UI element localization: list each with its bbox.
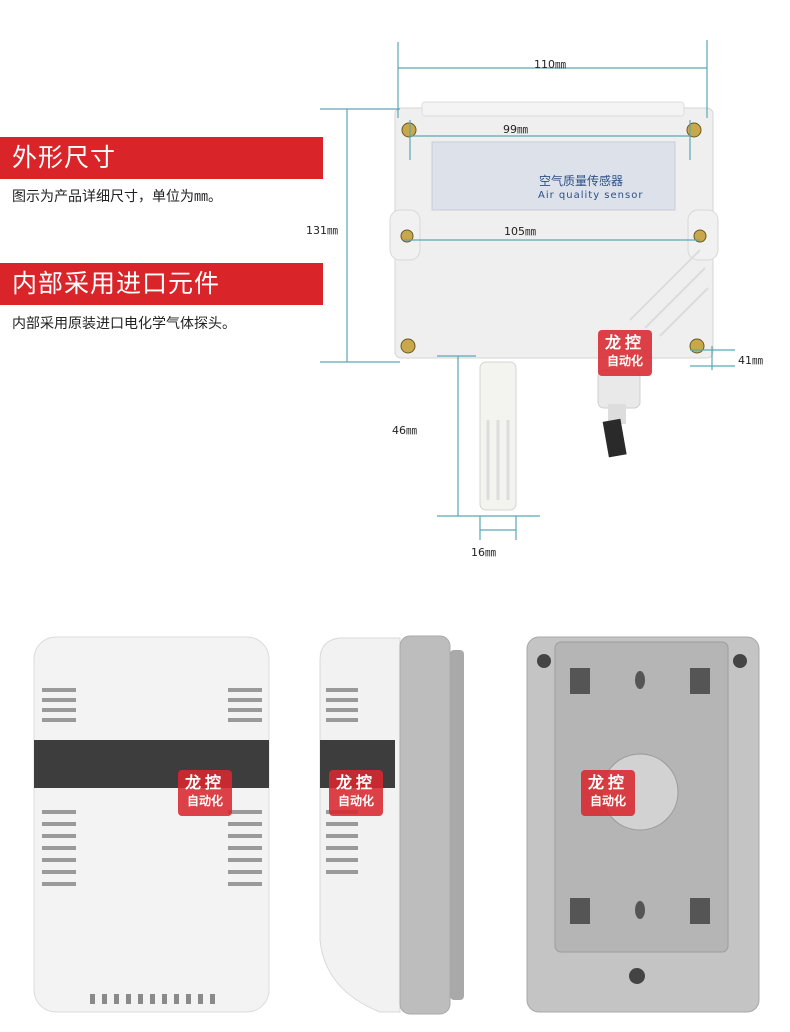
screw-icon: [400, 122, 707, 354]
sensor-front-view: [33, 636, 270, 1013]
cable-gland: [597, 369, 641, 458]
watermark-stamp: 龙控 自动化: [178, 770, 232, 816]
watermark-stamp: 龙控 自动化: [329, 770, 383, 816]
section-title-components: 内部采用进口元件: [0, 263, 323, 305]
product-name-en: Air quality sensor: [538, 190, 644, 201]
dim-probe-length: 46㎜: [392, 424, 417, 437]
sensor-back-view: [526, 636, 760, 1013]
gas-probe: [479, 361, 517, 511]
dim-width-outer: 110㎜: [534, 58, 566, 71]
section-desc-components: 内部采用原装进口电化学气体探头。: [12, 316, 236, 332]
sensor-side-view: [319, 635, 464, 1015]
watermark-stamp: 龙控 自动化: [598, 330, 652, 376]
dimension-lines: [320, 40, 735, 540]
dim-depth: 41㎜: [738, 354, 763, 367]
section-desc-dimensions: 图示为产品详细尺寸，单位为㎜。: [12, 189, 222, 205]
dim-width-top-holes: 99㎜: [503, 123, 528, 136]
dim-width-mid-holes: 105㎜: [504, 225, 536, 238]
sensor-housing-front: [389, 101, 719, 359]
dim-probe-width: 16㎜: [471, 546, 496, 559]
watermark-stamp: 龙控 自动化: [581, 770, 635, 816]
product-name-cn: 空气质量传感器: [539, 174, 624, 188]
section-title-dimensions: 外形尺寸: [0, 137, 323, 179]
dim-height: 131㎜: [306, 224, 338, 237]
